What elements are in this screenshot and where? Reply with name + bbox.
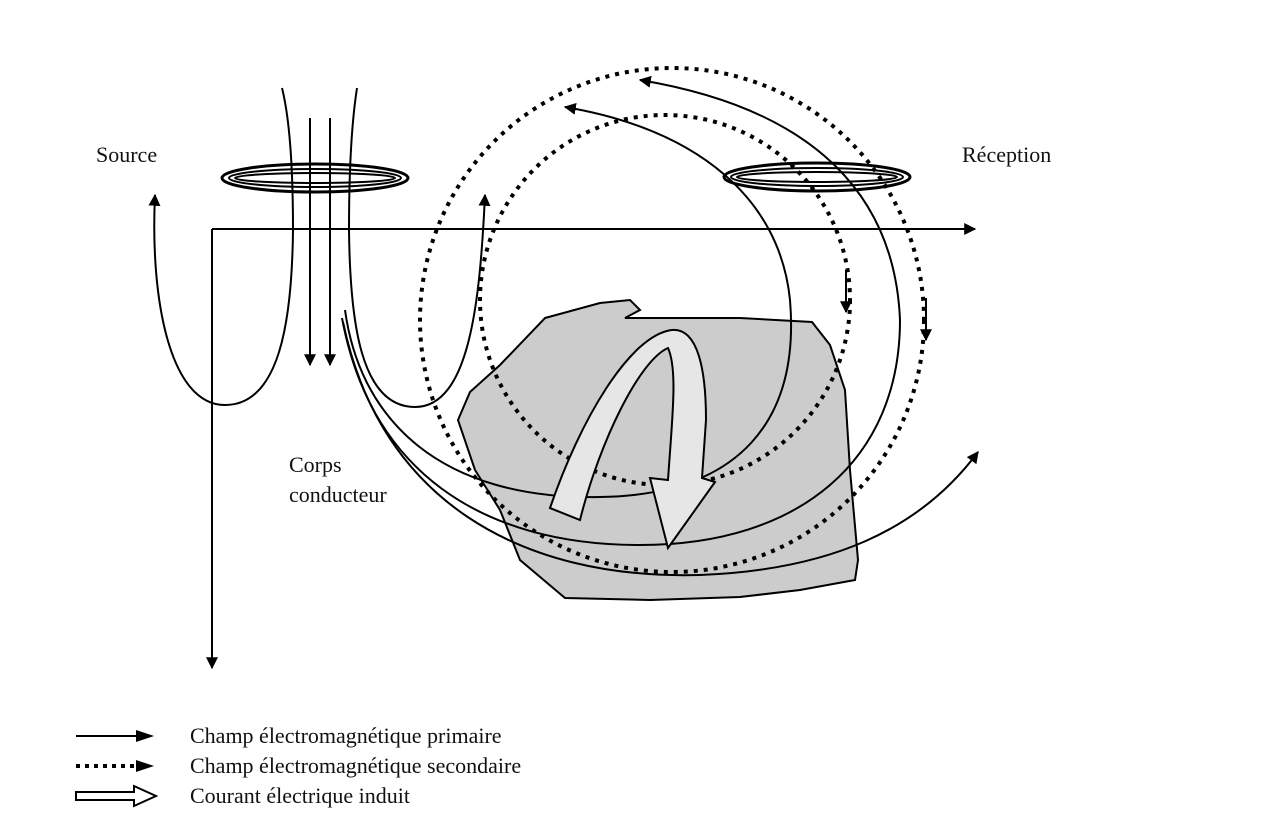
legend-hollow-arrow-icon	[75, 784, 159, 808]
conductor-body	[456, 298, 860, 602]
primary-field-right-loop	[347, 87, 491, 409]
primary-field-left-loop	[148, 87, 295, 407]
legend-item-secondary: Champ électromagnétique secondaire	[190, 753, 522, 778]
induced-current-arrow	[548, 328, 717, 551]
secondary-field-outer	[418, 66, 926, 574]
primary-field-arc-1	[344, 102, 792, 499]
source-label: Source	[96, 142, 158, 167]
primary-field-arc-3	[342, 321, 979, 577]
legend-item-current: Courant électrique induit	[190, 783, 410, 808]
reception-label: Réception	[962, 142, 1052, 167]
reception-coil	[722, 161, 912, 193]
legend-symbols	[75, 730, 159, 808]
conductor-label-line1: Corps	[289, 452, 342, 477]
source-coil	[220, 162, 410, 194]
conductor-label-line2: conducteur	[289, 482, 387, 507]
legend-item-primary: Champ électromagnétique primaire	[190, 723, 502, 748]
